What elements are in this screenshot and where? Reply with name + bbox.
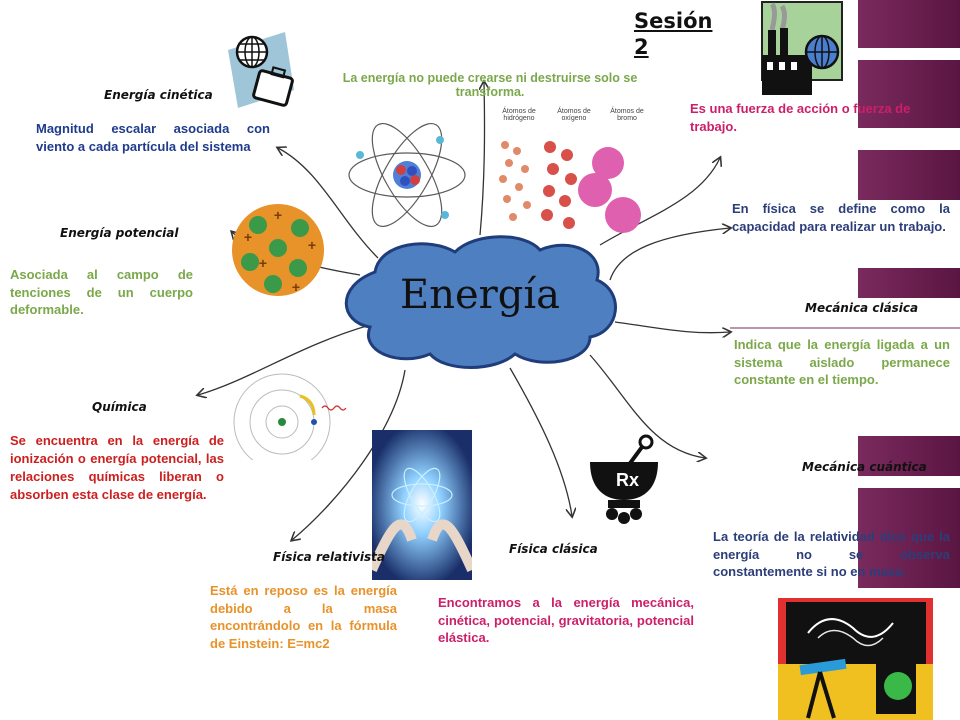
top-statement: La energía no puede crearse ni destruirs… [342, 71, 638, 99]
charged-sphere-icon: + + + + + [232, 204, 324, 296]
atom-icon [348, 122, 466, 228]
text-fuerza: Es una fuerza de acción o fuerza de trab… [690, 101, 911, 134]
arrow-quimica [198, 324, 371, 395]
mortar-rx-icon: Rx [590, 434, 658, 524]
svg-text:+: + [292, 279, 300, 295]
label-mecanica-cuantica: Mecánica cuántica [802, 460, 927, 474]
arrow-fuerza [599, 158, 720, 246]
session-title: Sesión 2 [634, 9, 713, 60]
text-mecanica-cuantica: La teoría de la relatividad dice que la … [713, 529, 950, 580]
label-fisica-clasica: Física clásica [509, 542, 598, 556]
arrow-mecanica [614, 321, 730, 333]
svg-text:Rx: Rx [616, 470, 639, 490]
label-energia-potencial: Energía potencial [60, 226, 179, 240]
label-energia-cinetica: Energía cinética [104, 88, 213, 102]
label-quimica: Química [92, 400, 147, 414]
arrow-relativista [292, 369, 406, 540]
side-tab-5 [858, 436, 960, 476]
text-fisica-capacidad: En física se define como la capacidad pa… [732, 201, 950, 234]
central-cloud [344, 235, 617, 369]
text-energia-potencial: Asociada al campo de tenciones de un cue… [10, 267, 193, 318]
svg-text:+: + [244, 229, 252, 245]
label-fisica-relativista: Física relativista [273, 550, 385, 564]
side-tab-1 [858, 0, 960, 48]
atom-label-bromo: Átomos de bromo [610, 108, 644, 122]
side-tab-6 [858, 488, 960, 588]
central-title: Energía [400, 272, 560, 318]
svg-text:+: + [308, 237, 316, 253]
globe-suitcase-icon [228, 32, 294, 108]
arrow-cinetica [278, 148, 379, 259]
text-energia-cinetica: Magnitud escalar asociada con viento a c… [36, 121, 270, 154]
molecules-icon [499, 141, 641, 233]
text-mecanica-clasica: Indica que la energía ligada a un sistem… [734, 337, 950, 388]
svg-text:+: + [259, 255, 267, 271]
arrow-top [480, 82, 485, 236]
arrow-cuantica [589, 354, 705, 458]
factory-globe-icon [761, 1, 843, 95]
arrow-fisica [609, 228, 730, 281]
telescope-space-icon [778, 598, 933, 720]
text-fisica-relativista: Está en reposo es la energía debido a la… [210, 583, 397, 651]
side-tab-3 [858, 150, 960, 200]
text-fisica-clasica: Encontramos a la energía mecánica, cinét… [438, 595, 694, 646]
atom-label-oxigeno: Átomos de oxígeno [557, 108, 591, 122]
bohr-model-icon [233, 373, 347, 460]
atom-label-hidrogeno: Átomos de hidrógeno [502, 108, 536, 122]
side-tab-2 [858, 60, 960, 128]
label-mecanica-clasica: Mecánica clásica [805, 301, 919, 315]
glowing-atom-hands-icon [372, 430, 472, 580]
side-tab-4 [858, 268, 960, 298]
arrow-clasica [509, 367, 572, 516]
text-quimica: Se encuentra en la energía de ionización… [10, 433, 224, 502]
svg-text:+: + [274, 207, 282, 223]
